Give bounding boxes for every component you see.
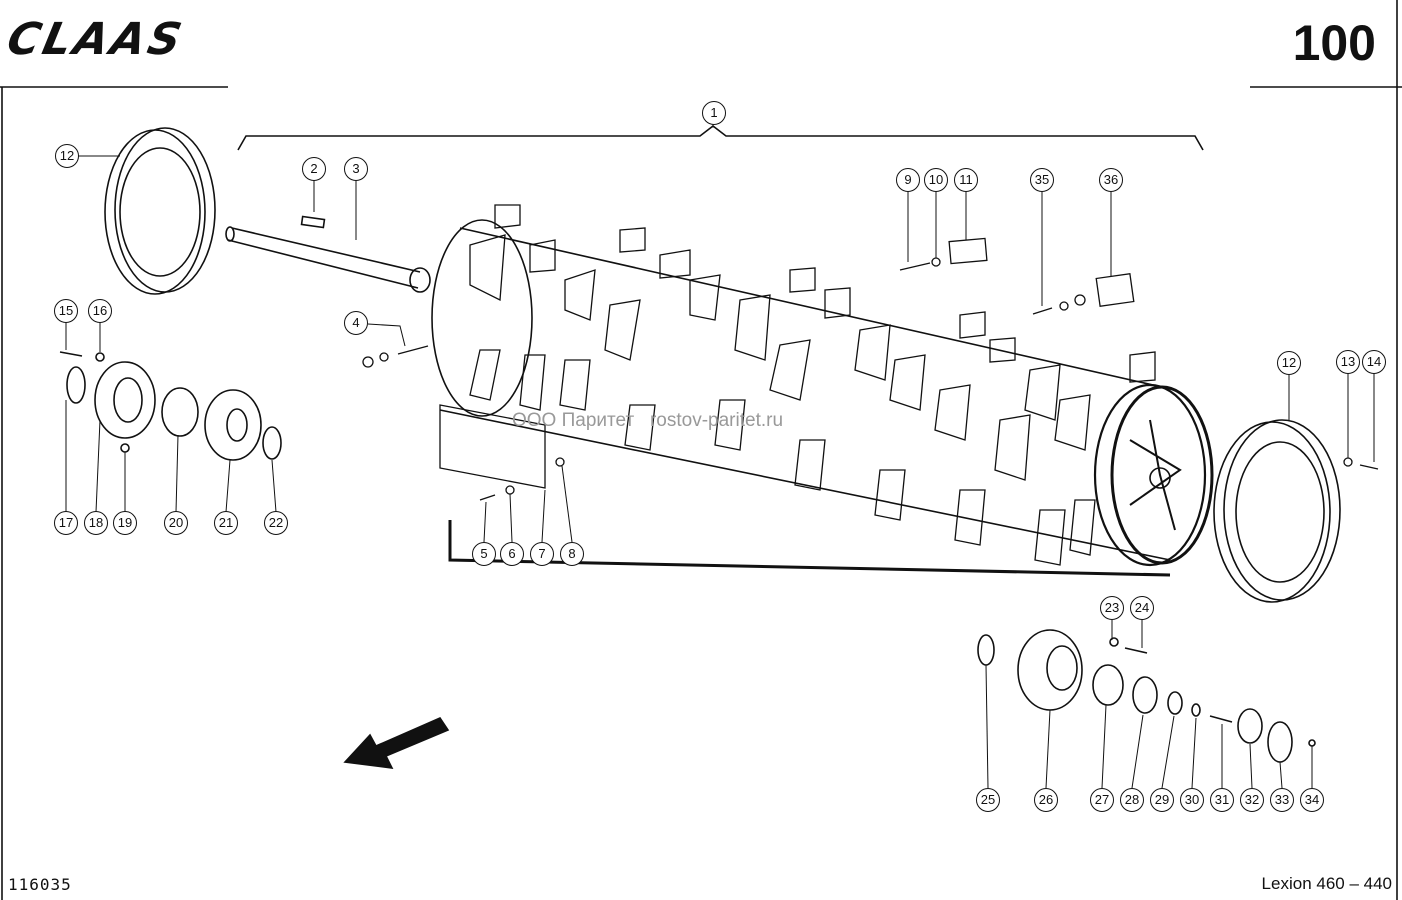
- callout-23: 23: [1100, 596, 1124, 620]
- cover-plate: [439, 404, 546, 489]
- callout-1: 1: [702, 101, 726, 125]
- end-ring-right: [1213, 419, 1341, 603]
- callout-29: 29: [1150, 788, 1174, 812]
- right-bearing-group: [977, 629, 1316, 763]
- callout-30: 30: [1180, 788, 1204, 812]
- document-number: 116035: [8, 875, 72, 894]
- callout-11: 11: [954, 168, 978, 192]
- direction-arrow: [343, 716, 450, 769]
- rotor-blades: [469, 204, 1156, 566]
- callout-24: 24: [1130, 596, 1154, 620]
- end-ring-left: [104, 127, 216, 295]
- callout-14: 14: [1362, 350, 1386, 374]
- callout-12: 12: [55, 144, 79, 168]
- callout-22: 22: [264, 511, 288, 535]
- callout-21: 21: [214, 511, 238, 535]
- callout-28: 28: [1120, 788, 1144, 812]
- callout-36: 36: [1099, 168, 1123, 192]
- left-bearing-group: [59, 351, 282, 461]
- callout-8: 8: [560, 542, 584, 566]
- rotor-drum: [431, 219, 1214, 577]
- callout-16: 16: [88, 299, 112, 323]
- callout-2: 2: [302, 157, 326, 181]
- callout-3: 3: [344, 157, 368, 181]
- callout-10: 10: [924, 168, 948, 192]
- callout-7: 7: [530, 542, 554, 566]
- leader-lines: [65, 124, 1375, 789]
- callout-5: 5: [472, 542, 496, 566]
- shaft: [225, 215, 431, 293]
- callout-27: 27: [1090, 788, 1114, 812]
- page-number: 100: [1292, 15, 1376, 71]
- callout-6: 6: [500, 542, 524, 566]
- callout-18: 18: [84, 511, 108, 535]
- callout-35: 35: [1030, 168, 1054, 192]
- callout-19: 19: [113, 511, 137, 535]
- callout-13: 13: [1336, 350, 1360, 374]
- hardware-parts: [362, 237, 1379, 501]
- watermark-text: ООО Паритет rostov-paritet.ru: [512, 410, 784, 431]
- assembly-bracket: [237, 124, 1204, 151]
- callout-9: 9: [896, 168, 920, 192]
- callout-34: 34: [1300, 788, 1324, 812]
- callout-25: 25: [976, 788, 1000, 812]
- callout-32: 32: [1240, 788, 1264, 812]
- callout-12: 12: [1277, 351, 1301, 375]
- callout-26: 26: [1034, 788, 1058, 812]
- callout-33: 33: [1270, 788, 1294, 812]
- callout-15: 15: [54, 299, 78, 323]
- callout-17: 17: [54, 511, 78, 535]
- callout-4: 4: [344, 311, 368, 335]
- callout-20: 20: [164, 511, 188, 535]
- callout-31: 31: [1210, 788, 1234, 812]
- model-label: Lexion 460 – 440: [1261, 874, 1392, 893]
